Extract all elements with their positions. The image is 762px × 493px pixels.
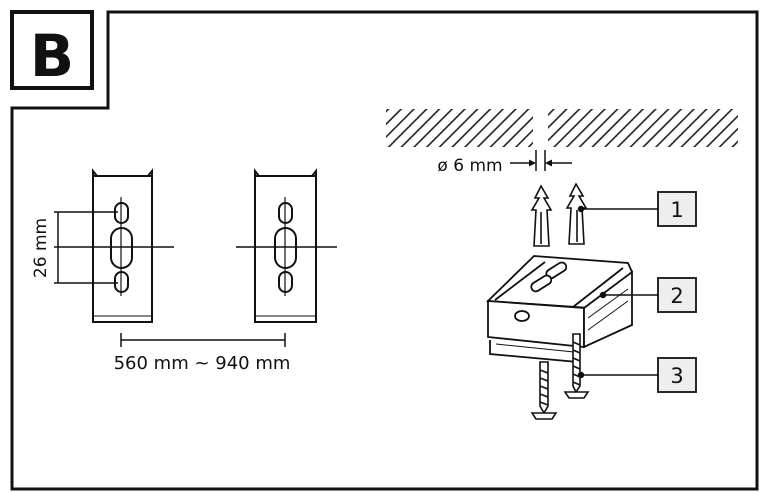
- screw-right: [563, 333, 590, 399]
- panel-letter: B: [30, 22, 74, 90]
- wall-plug-right: [565, 182, 588, 245]
- drill-diameter-label: ø 6 mm: [437, 156, 502, 176]
- drill-dimension: [510, 150, 572, 171]
- callout-number: 3: [670, 364, 683, 388]
- screw-left: [530, 361, 558, 420]
- bracket-right: [236, 168, 337, 323]
- callout-2: 2: [657, 277, 697, 313]
- bracket-spacing-dimension: [120, 333, 286, 347]
- callout-number: 2: [670, 284, 683, 308]
- callout-number: 1: [670, 198, 683, 222]
- hole-spacing-label: 26 mm: [31, 218, 51, 278]
- ceiling: [386, 109, 738, 147]
- bracket-left: [54, 168, 174, 323]
- bracket-spacing-label: 560 mm ~ 940 mm: [114, 353, 291, 374]
- wall-plug-left: [530, 184, 553, 247]
- mounting-bracket-3d: [485, 255, 634, 363]
- panel-letter-badge: B: [10, 10, 94, 90]
- callout-1: 1: [657, 191, 697, 227]
- callout-leaders: [577, 205, 658, 379]
- panel-frame: [10, 10, 759, 491]
- callout-3: 3: [657, 357, 697, 393]
